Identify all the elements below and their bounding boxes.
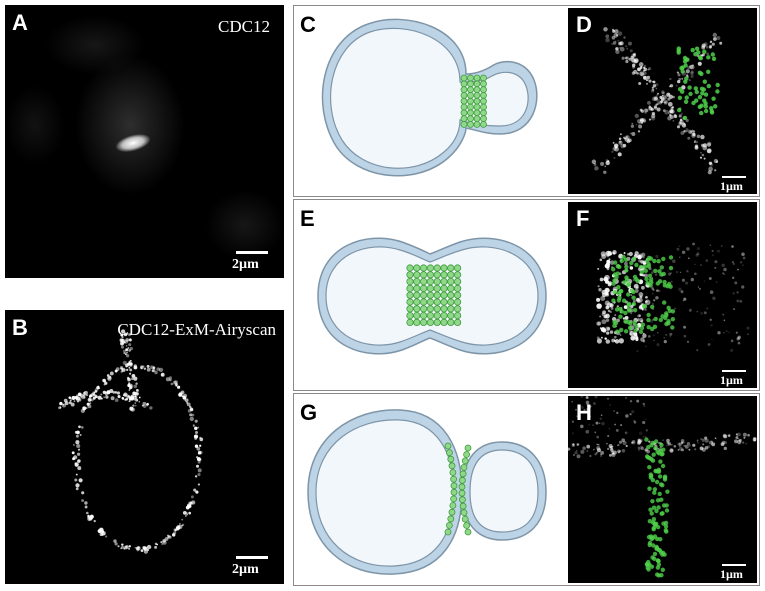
panel-e-diagram: E (296, 202, 564, 388)
panel-e-hourglass-diagram (317, 237, 547, 355)
panel-a-fluorescence (5, 15, 284, 260)
scale-bar-line (722, 370, 746, 372)
panel-f-scale-label: 1µm (720, 373, 743, 387)
panel-d-fluorescence (591, 27, 723, 175)
panel-b-fluorescence (58, 329, 204, 554)
panel-a-cdc12-image: A CDC12 2µm (5, 5, 284, 278)
panel-b-letter: B (12, 315, 28, 340)
panel-d-image: D 1µm (568, 8, 757, 194)
panel-h-letter: H (576, 400, 592, 425)
panel-c-diagram: C (296, 8, 564, 194)
panel-c-letter: C (300, 12, 316, 37)
panel-a-title: CDC12 (218, 17, 270, 36)
scale-bar-line (236, 251, 268, 254)
scale-bar-line (722, 176, 746, 178)
septin-filaments-c (460, 74, 487, 128)
panel-h-scale-bar: 1µm (720, 564, 752, 582)
panel-f-image: F 1µm (568, 202, 757, 388)
panel-g-split-cells-diagram (307, 409, 547, 575)
scale-bar-line (722, 564, 746, 566)
panel-f-scale-bar: 1µm (720, 370, 752, 388)
daughter-cytoplasm (469, 449, 539, 533)
panel-d-scale-label: 1µm (720, 179, 743, 193)
panel-b-title: CDC12-ExM-Airyscan (117, 320, 276, 339)
panel-h-scale-label: 1µm (720, 567, 743, 581)
panel-a-letter: A (12, 10, 28, 35)
panel-f-letter: F (576, 206, 590, 231)
cytoplasm (329, 27, 529, 169)
panel-a-scale-bar: 2µm (232, 251, 272, 275)
panel-c-bud-neck-diagram (321, 18, 538, 177)
panel-f-fluorescence (596, 242, 750, 352)
panel-b-scale-label: 2µm (232, 562, 259, 577)
panel-h-fluorescence (568, 396, 757, 578)
panel-d-scale-bar: 1µm (720, 176, 752, 194)
septin-filaments-e (406, 264, 462, 327)
panel-d-letter: D (576, 12, 592, 37)
scale-bar-line (236, 556, 268, 559)
panel-h-image: H 1µm (568, 396, 757, 583)
panel-b-scale-bar: 2µm (232, 556, 272, 580)
panel-g-diagram: G (296, 396, 564, 583)
septin-rings-g (444, 442, 472, 536)
mother-cytoplasm (315, 419, 455, 567)
panel-a-scale-label: 2µm (232, 257, 259, 272)
panel-g-letter: G (300, 400, 318, 425)
panel-b-exm-airyscan-image: B CDC12-ExM-Airyscan 2µm (5, 310, 284, 584)
panel-e-letter: E (300, 206, 315, 231)
